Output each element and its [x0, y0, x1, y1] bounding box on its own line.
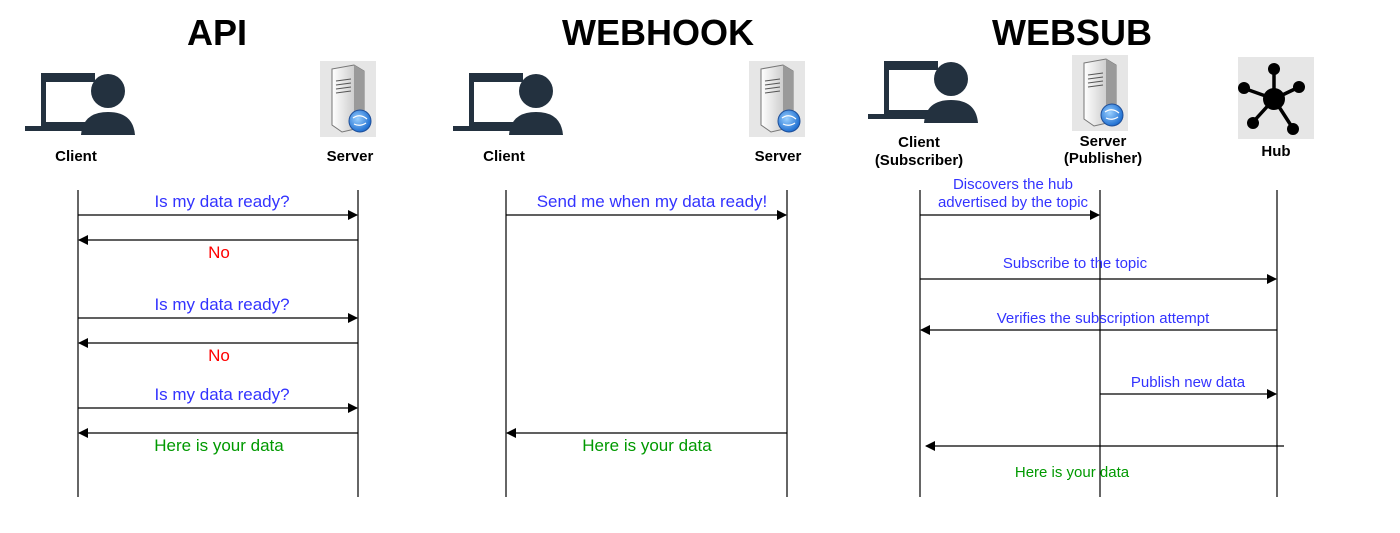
websub-discover-label-2: advertised by the topic	[938, 194, 1089, 211]
websub-publish-label: Publish new data	[1131, 374, 1246, 391]
websub-server-label: Server	[1080, 133, 1127, 150]
websub-server-role: (Publisher)	[1064, 150, 1142, 167]
server-icon	[748, 60, 806, 138]
websub-title: WEBSUB	[992, 12, 1152, 53]
websub-client-label: Client	[898, 134, 940, 151]
api-data-label: Here is your data	[154, 436, 284, 455]
webhook-title: WEBHOOK	[562, 12, 754, 53]
server-icon	[1071, 54, 1129, 132]
webhook-request-label: Send me when my data ready!	[537, 192, 768, 211]
api-title: API	[187, 12, 247, 53]
api-request-label-3: Is my data ready?	[154, 385, 289, 404]
websub-client-role: (Subscriber)	[875, 152, 963, 169]
client-user-icon	[25, 73, 135, 135]
websub-hub-label: Hub	[1261, 143, 1290, 160]
client-user-icon	[868, 61, 978, 123]
api-request-label-2: Is my data ready?	[154, 295, 289, 314]
websub-data-label: Here is your data	[1015, 464, 1130, 481]
websub-discover-label-1: Discovers the hub	[953, 176, 1073, 193]
websub-subscribe-label: Subscribe to the topic	[1003, 255, 1148, 272]
websub-verify-label: Verifies the subscription attempt	[997, 310, 1210, 327]
client-user-icon	[453, 73, 563, 135]
hub-icon	[1236, 55, 1316, 141]
webhook-server-label: Server	[755, 148, 802, 165]
api-response-label-2: No	[208, 346, 230, 365]
api-request-label-1: Is my data ready?	[154, 192, 289, 211]
webhook-data-label: Here is your data	[582, 436, 712, 455]
api-client-label: Client	[55, 148, 97, 165]
server-icon	[319, 60, 377, 138]
api-response-label-1: No	[208, 243, 230, 262]
webhook-client-label: Client	[483, 148, 525, 165]
api-server-label: Server	[327, 148, 374, 165]
